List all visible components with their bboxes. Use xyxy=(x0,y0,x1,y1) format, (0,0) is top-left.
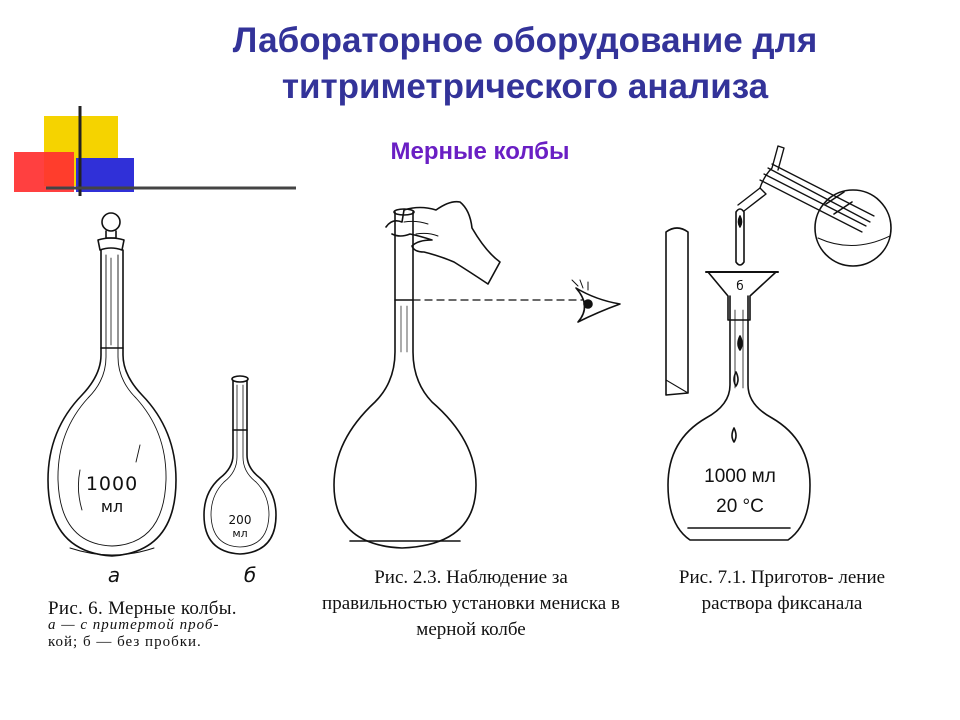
figure3-caption: Рис. 7.1. Приготов- ление раствора фикса… xyxy=(678,567,886,614)
eye-pupil xyxy=(583,299,593,309)
flask-large-body xyxy=(47,249,177,557)
stopper-neck xyxy=(105,230,117,239)
slide-title: Лабораторное оборудование для титриметри… xyxy=(130,18,920,110)
droplet-4 xyxy=(737,215,743,228)
finger-line xyxy=(403,220,429,225)
flask-small-unit: мл xyxy=(232,527,247,540)
eyelashes xyxy=(571,279,589,291)
hand-outline xyxy=(385,200,501,285)
flask-large-unit: мл xyxy=(101,497,123,516)
droplet-2 xyxy=(733,371,739,387)
finger-line2 xyxy=(415,232,439,237)
funnel-mark: б xyxy=(736,279,743,293)
decorative-squares xyxy=(14,106,296,196)
tube-hook xyxy=(759,145,785,189)
tube-upper xyxy=(737,187,767,212)
flask-small-inner xyxy=(210,384,270,548)
flask-with-stopper: 1000 мл а xyxy=(47,212,177,587)
figure2-caption: Рис. 2.3. Наблюдение за правильностью ус… xyxy=(322,567,620,640)
flask-right-volume: 1000 мл xyxy=(704,466,776,487)
figure1-caption: Рис. 6. Мерные колбы. а — с притертой пр… xyxy=(48,598,298,651)
glass-rod xyxy=(665,227,689,396)
flask-without-stopper: 200 мл б xyxy=(203,375,277,587)
flask-small-volume: 200 xyxy=(229,513,252,527)
small-flask-lip xyxy=(231,375,249,383)
label-b: б xyxy=(244,563,256,587)
figure1-caption-line3: кой; б — без пробки. xyxy=(48,634,202,650)
wash-bottle-neck xyxy=(825,191,853,215)
slide-title-line2: титриметрического анализа xyxy=(281,67,769,106)
wash-bottle-liquid xyxy=(817,235,891,247)
fixanal-drawing: б 1000 мл 20 °C xyxy=(665,145,892,541)
flask-right-body xyxy=(667,295,811,541)
slide-title-line1: Лабораторное оборудование для xyxy=(232,21,818,60)
reflection-mark2 xyxy=(135,444,141,463)
flask-large-inner xyxy=(57,254,167,547)
eye-icon xyxy=(575,287,621,323)
label-a: а xyxy=(108,563,120,587)
flask-mid-body xyxy=(333,211,477,549)
stopper-plug xyxy=(97,237,125,251)
figure1-caption-line2: а — с притертой проб- xyxy=(48,617,220,633)
slide-subtitle: Мерные колбы xyxy=(390,138,570,165)
ampoule-stem xyxy=(735,208,745,266)
flask-right-temp: 20 °C xyxy=(716,496,764,517)
deco-red-square xyxy=(14,152,74,192)
meniscus-observation-drawing xyxy=(333,200,621,549)
stopper-knob xyxy=(101,212,121,232)
wash-bottle-tubes xyxy=(759,163,875,233)
reflection-mark xyxy=(77,469,83,511)
deco-blue-square xyxy=(76,158,134,192)
wash-bottle xyxy=(814,189,892,267)
flask-large-base xyxy=(69,547,155,556)
flask-small-body xyxy=(203,380,277,555)
figure1-caption-line1: Рис. 6. Мерные колбы. xyxy=(48,598,237,619)
glass-rod-tip xyxy=(665,379,689,394)
flask-mid-lip xyxy=(393,208,415,216)
droplet-3 xyxy=(731,427,737,443)
flask-large-volume: 1000 xyxy=(86,473,138,495)
droplet-1 xyxy=(737,335,743,351)
